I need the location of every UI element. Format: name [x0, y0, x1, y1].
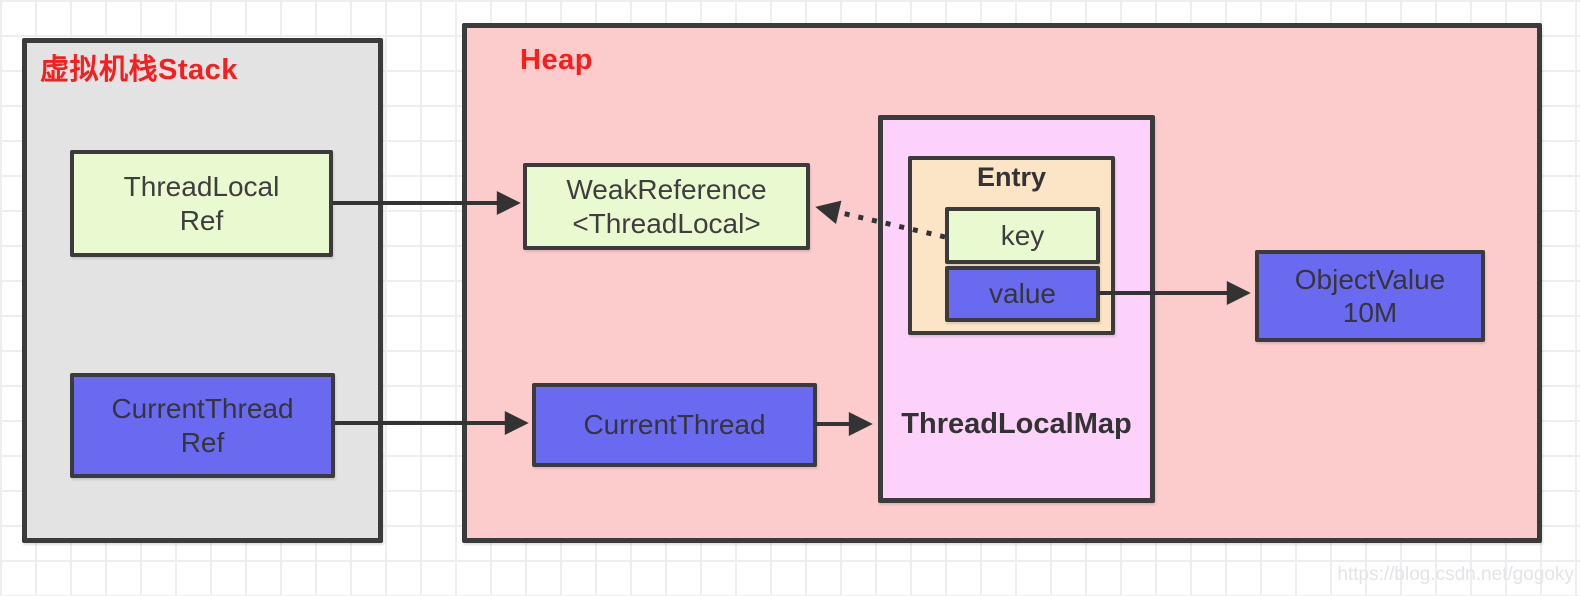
- value-label: value: [989, 278, 1056, 310]
- node-weak-reference: WeakReference <ThreadLocal>: [523, 163, 810, 250]
- object-value-line1: ObjectValue: [1294, 263, 1446, 295]
- node-object-value: ObjectValue 10M: [1255, 250, 1485, 342]
- watermark: https://blog.csdn.net/gogoky: [1337, 564, 1574, 585]
- node-thread-local-ref: ThreadLocal Ref: [70, 150, 333, 257]
- key-label: key: [1000, 219, 1045, 251]
- thread-local-map-label: ThreadLocalMap: [901, 408, 1132, 440]
- current-thread-ref-line1: CurrentThread: [111, 393, 294, 425]
- weak-reference-line1: WeakReference: [566, 174, 767, 206]
- stack-title: 虚拟机栈Stack: [40, 54, 238, 86]
- heap-title: Heap: [520, 44, 593, 76]
- node-current-thread-ref: CurrentThread Ref: [70, 373, 335, 478]
- current-thread-ref-line2: Ref: [180, 426, 225, 458]
- node-current-thread: CurrentThread: [532, 383, 817, 467]
- weak-reference-line2: <ThreadLocal>: [572, 207, 761, 239]
- node-key: key: [945, 207, 1100, 264]
- thread-local-ref-line1: ThreadLocal: [123, 171, 280, 203]
- thread-local-ref-line2: Ref: [179, 204, 224, 236]
- object-value-line2: 10M: [1342, 297, 1398, 328]
- entry-title: Entry: [976, 162, 1047, 192]
- node-value: value: [945, 266, 1100, 322]
- current-thread-label: CurrentThread: [583, 409, 766, 441]
